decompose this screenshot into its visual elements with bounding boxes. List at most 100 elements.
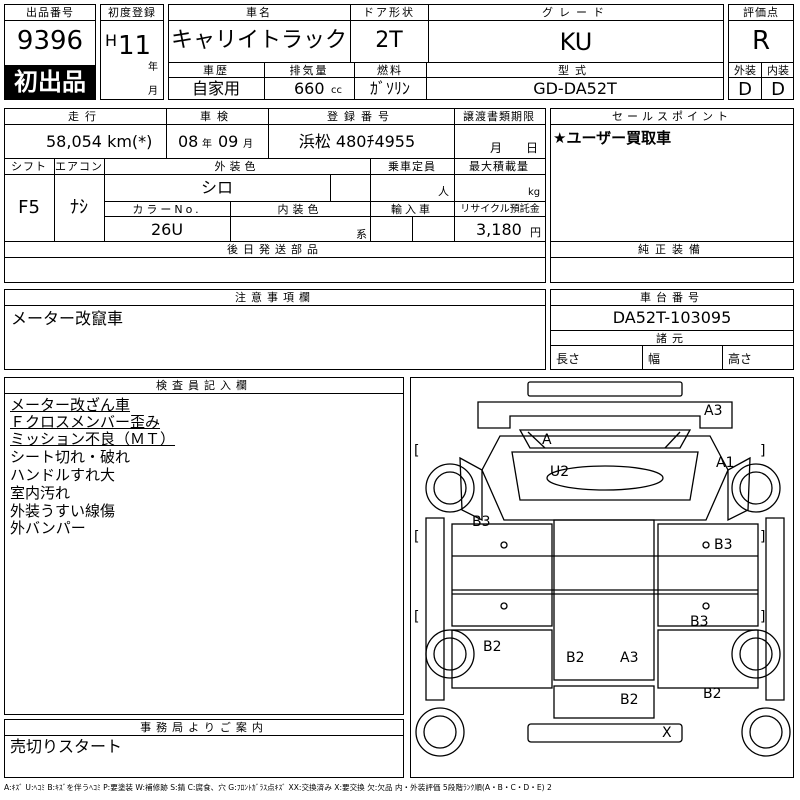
- office-text: 売切りスタート: [10, 737, 123, 756]
- int-color-label: 内装色: [277, 203, 323, 216]
- color-no-label: カラーNo.: [132, 203, 202, 216]
- mileage-label: 走行: [68, 110, 102, 123]
- insp-year: 08: [178, 132, 199, 151]
- era: H: [105, 31, 118, 50]
- recycle-unit: 円: [530, 226, 541, 239]
- specs-label: 諸元: [656, 332, 688, 345]
- legend: A:ｷｽﾞ U:ﾍｺﾐ B:ｷｽﾞを伴うﾍｺﾐ P:要塗装 W:補修跡 S:錆 …: [4, 783, 552, 792]
- int-color-unit: 系: [356, 228, 367, 241]
- bracket: ]: [760, 443, 766, 459]
- transfer-label: 譲渡書類期限: [463, 110, 535, 123]
- info-box: [4, 108, 546, 283]
- damage-mark: B2: [566, 650, 585, 666]
- first-listing-text: 初出品: [14, 68, 86, 96]
- displacement-unit: cc: [331, 85, 342, 96]
- bracket: [: [414, 443, 420, 459]
- color-no: 26U: [150, 220, 184, 239]
- displacement-label: 排気量: [289, 64, 329, 77]
- damage-mark: A3: [620, 650, 639, 666]
- inspector-label: 検査員記入欄: [156, 379, 252, 392]
- mileage: 58,054 km(*): [46, 132, 153, 151]
- shift-label: シフト: [11, 160, 47, 173]
- chassis-box: [550, 289, 794, 370]
- damage-mark: B3: [690, 614, 709, 630]
- fuel-label: 燃料: [377, 64, 403, 77]
- damage-mark: U2: [550, 464, 570, 480]
- reg-no-label: 登録番号: [327, 110, 395, 123]
- damage-mark: A1: [716, 455, 735, 471]
- ext-grade: D: [738, 79, 752, 100]
- lot-no-label: 出品番号: [26, 6, 74, 19]
- ext-label: 外装: [734, 64, 756, 77]
- ext-color-label: 外装色: [214, 160, 260, 173]
- int-grade: D: [771, 79, 785, 100]
- score-label: 評価点: [743, 6, 779, 19]
- recycle-label: リサイクル預託金: [460, 204, 540, 215]
- month-unit: 月: [148, 86, 158, 97]
- reg-no: 浜松 480ﾁ4955: [298, 132, 416, 151]
- shift: F5: [18, 197, 40, 218]
- grade-label: グレード: [542, 6, 610, 19]
- damage-mark: B3: [472, 514, 491, 530]
- damage-mark: B3: [714, 537, 733, 553]
- width-label: 幅: [648, 352, 661, 366]
- year-unit: 年: [148, 62, 158, 73]
- history-label: 車歴: [203, 64, 229, 77]
- chassis-label: 車台番号: [640, 291, 704, 304]
- first-reg-label: 初度登録: [108, 6, 156, 19]
- inspector-line: Ｆクロスメンバー歪み: [10, 413, 161, 431]
- sales-label: セールスポイント: [612, 110, 732, 123]
- capacity-label: 乗車定員: [388, 160, 436, 173]
- damage-mark: A: [542, 432, 552, 448]
- office-label: 事務局よりご案内: [140, 721, 268, 734]
- int-label: 内装: [767, 64, 789, 77]
- score: R: [751, 26, 771, 56]
- displacement: 660: [294, 79, 325, 98]
- car-name: キャリイトラック: [170, 28, 348, 53]
- damage-mark: B2: [483, 639, 502, 655]
- model-label: 型式: [558, 64, 592, 77]
- max-load-label: 最大積載量: [469, 160, 529, 173]
- length-label: 長さ: [556, 352, 581, 366]
- damage-mark: B2: [620, 692, 639, 708]
- grade: KU: [559, 28, 593, 56]
- door-type: 2T: [375, 28, 403, 53]
- chassis-no: DA52T-103095: [612, 308, 732, 327]
- height-label: 高さ: [728, 352, 753, 366]
- bracket: [: [414, 529, 420, 545]
- caution-text: メーター改竄車: [11, 309, 124, 328]
- bracket: [: [414, 609, 420, 625]
- capacity-unit: 人: [438, 185, 449, 198]
- car-name-label: 車名: [246, 6, 272, 19]
- max-load-unit: kg: [528, 187, 541, 198]
- first-listing-badge: [5, 65, 95, 99]
- caution-label: 注意事項欄: [235, 291, 315, 304]
- insp-month-unit: 月: [243, 139, 253, 150]
- inspector-line: 外装うすい線傷: [10, 502, 116, 520]
- later-parts-label: 後日発送部品: [227, 243, 323, 256]
- damage-mark: B2: [703, 686, 722, 702]
- inspector-line: ミッション不良（ＭＴ）: [10, 430, 176, 448]
- history: 自家用: [191, 79, 241, 98]
- insp-year-unit: 年: [202, 139, 212, 150]
- inspector-line: シート切れ・破れ: [10, 448, 131, 466]
- fuel: ｶﾞｿﾘﾝ: [369, 79, 411, 98]
- transfer-day: 日: [526, 141, 539, 155]
- lot-number: 9396: [16, 26, 84, 56]
- inspection-label: 車検: [200, 110, 234, 123]
- inspector-line: 外バンパー: [10, 519, 86, 537]
- inspector-box: [4, 377, 404, 715]
- office-box: [4, 719, 404, 778]
- damage-mark: A3: [704, 403, 723, 419]
- inspector-line: メーター改ざん車: [10, 396, 131, 414]
- door-label: ドア形状: [363, 6, 415, 19]
- sales-box: [550, 108, 794, 283]
- diagram-box: [410, 377, 794, 778]
- caution-box: [4, 289, 546, 370]
- recycle: 3,180: [476, 220, 522, 239]
- genuine-label: 純正装備: [638, 243, 706, 256]
- damage-mark: X: [662, 725, 672, 741]
- inspector-line: ハンドルすれ大: [10, 466, 116, 484]
- reg-year: 11: [118, 31, 152, 61]
- model: GD-DA52T: [533, 79, 617, 98]
